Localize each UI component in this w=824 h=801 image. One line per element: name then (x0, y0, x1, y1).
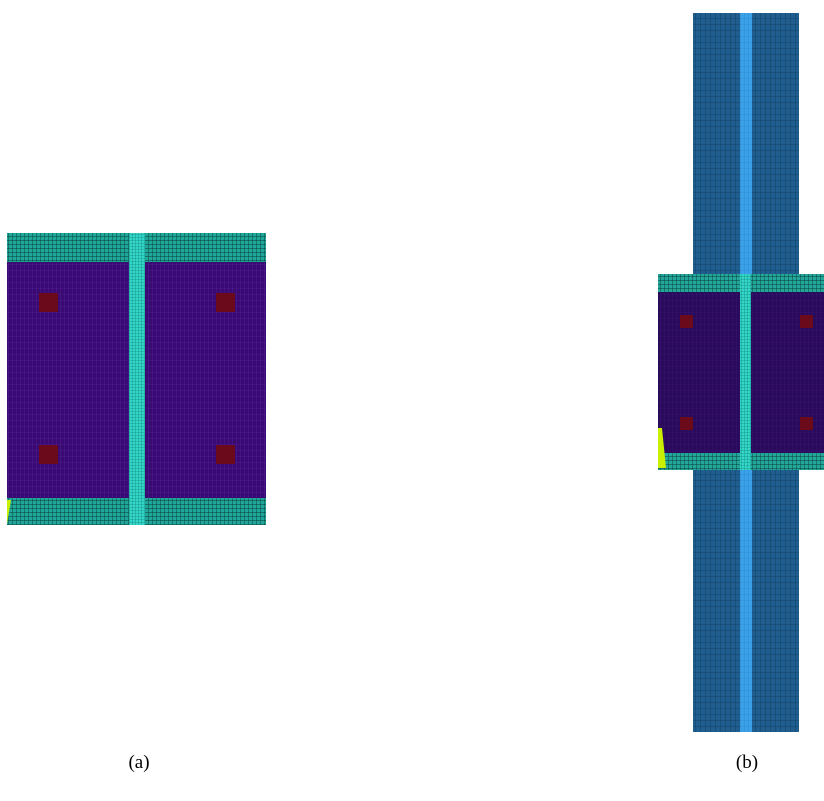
bolt-b-4 (800, 417, 813, 430)
panel-a-geometry (7, 233, 266, 525)
bolt-b-1 (680, 315, 693, 328)
bolt-a-1 (39, 293, 58, 312)
bolt-b-2 (800, 315, 813, 328)
caption-b: (b) (735, 752, 759, 773)
caption-a: (a) (128, 752, 150, 773)
support-marker-b (658, 428, 666, 468)
bolt-a-4 (216, 445, 235, 464)
web-a (129, 233, 145, 525)
beam-web-b (740, 274, 751, 470)
bolt-a-3 (39, 445, 58, 464)
bolt-a-2 (216, 293, 235, 312)
support-marker-a (7, 500, 11, 524)
panel-b-geometry (658, 13, 824, 732)
bolt-b-3 (680, 417, 693, 430)
